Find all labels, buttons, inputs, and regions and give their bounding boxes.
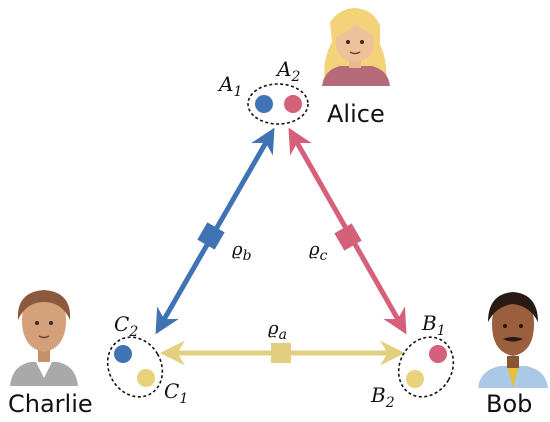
charlie-label-c2: C2: [114, 312, 138, 340]
alice-label-a2: A2: [275, 57, 300, 85]
alice-node: A1 A2: [217, 57, 309, 125]
charlie-qubit-group: [106, 336, 164, 398]
alice-name: Alice: [327, 100, 385, 128]
bob-node: B1 B2: [370, 311, 455, 411]
bob-qubit-group: [397, 336, 455, 398]
person-icon: [10, 290, 78, 386]
alice-qubit-group: [247, 83, 309, 125]
woman-blond-hair-icon: [322, 8, 390, 86]
charlie-qubit-c2: [114, 345, 132, 363]
charlie-qubit-c1: [137, 369, 155, 387]
bob-name: Bob: [486, 390, 532, 418]
bob-label-b1: B1: [421, 311, 446, 339]
charlie-node: C2 C1: [106, 312, 188, 407]
source-c-label: ϱc: [309, 239, 328, 264]
source-a-square: [271, 343, 291, 363]
alice-qubit-a2: [284, 95, 302, 113]
alice-label-a1: A1: [217, 72, 242, 100]
charlie-name: Charlie: [8, 390, 93, 418]
charlie-label-c1: C1: [164, 379, 188, 407]
source-b-square: [197, 222, 225, 250]
source-a-label: ϱa: [268, 318, 287, 343]
bob-qubit-b1: [429, 345, 447, 363]
bob-qubit-b2: [406, 370, 424, 388]
alice-qubit-a1: [255, 95, 273, 113]
source-b-label: ϱb: [232, 239, 252, 264]
man-office-worker-icon: [478, 292, 548, 388]
bob-label-b2: B2: [370, 383, 395, 411]
source-c-square: [334, 223, 362, 251]
